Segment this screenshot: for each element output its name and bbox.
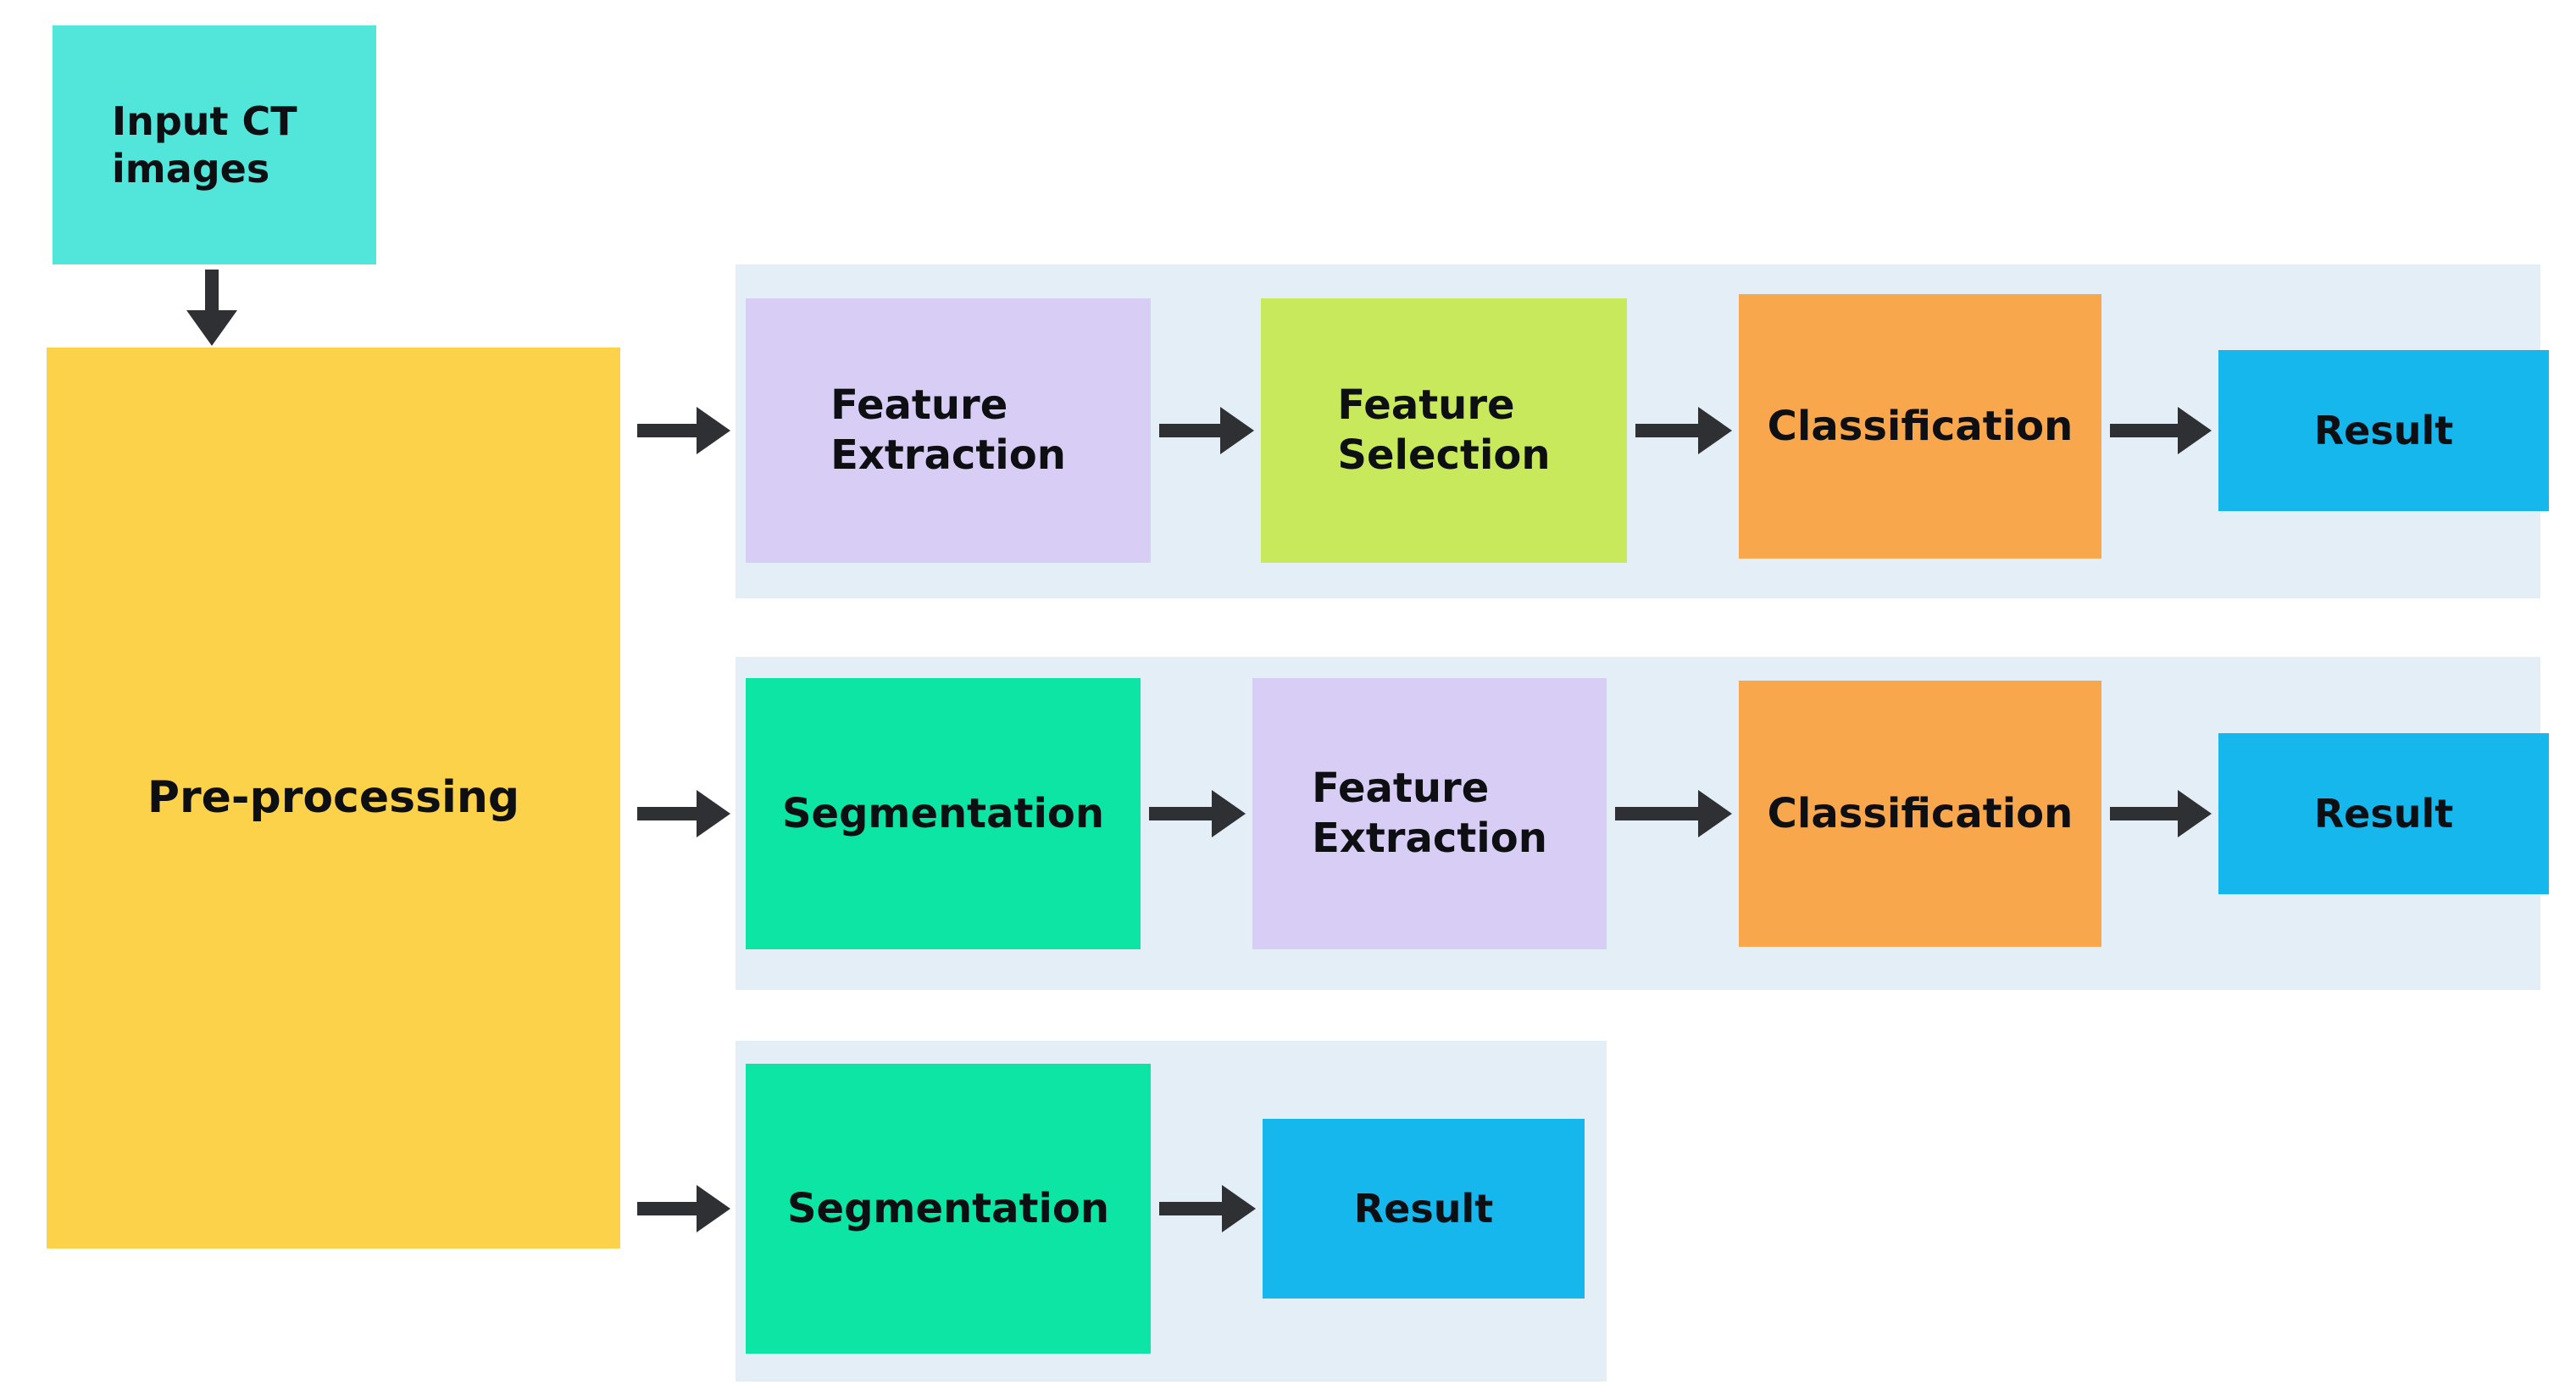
node-label: Feature Extraction [830, 381, 1066, 479]
arrow-head-right-icon [2178, 407, 2212, 454]
arrow-shaft [2110, 424, 2178, 437]
arrow-input-to-preprocessing [186, 270, 237, 346]
arrow-feature-selection-to-classification [1635, 407, 1732, 454]
node-pipeline-3-result: Result [1263, 1119, 1585, 1299]
node-pipeline-1-classification: Classification [1739, 294, 2101, 559]
node-pipeline-2-result: Result [2218, 733, 2549, 894]
arrow-head-right-icon [1698, 790, 1732, 837]
arrow-preprocessing-to-pipeline-1 [637, 407, 730, 454]
arrow-shaft [1635, 424, 1698, 437]
arrow-shaft [205, 270, 219, 310]
arrow-classification-to-result [2110, 790, 2212, 837]
arrow-feature-extraction-to-classification [1615, 790, 1732, 837]
node-label: Classification [1767, 789, 2074, 837]
node-pipeline-2-segmentation: Segmentation [746, 678, 1141, 949]
arrow-head-right-icon [2178, 790, 2212, 837]
arrow-shaft [1159, 1202, 1222, 1215]
node-pipeline-2-feature-extraction: Feature Extraction [1252, 678, 1607, 949]
arrow-shaft [637, 807, 697, 820]
node-pipeline-3-segmentation: Segmentation [746, 1064, 1151, 1354]
node-label: Segmentation [781, 789, 1105, 837]
arrow-head-right-icon [1220, 407, 1254, 454]
node-pipeline-1-feature-extraction: Feature Extraction [746, 298, 1151, 563]
arrow-preprocessing-to-pipeline-2 [637, 790, 730, 837]
arrow-segmentation-to-result [1159, 1185, 1256, 1232]
node-label: Feature Selection [1337, 381, 1551, 479]
node-preprocessing-label: Pre-processing [147, 771, 520, 823]
node-label: Segmentation [786, 1184, 1110, 1232]
arrow-head-right-icon [1222, 1185, 1256, 1232]
arrow-head-right-icon [697, 790, 730, 837]
arrow-shaft [1159, 424, 1220, 437]
node-input-ct-images-label: Input CT images [112, 97, 297, 192]
arrow-head-right-icon [697, 407, 730, 454]
node-label: Feature Extraction [1312, 765, 1547, 862]
node-label: Classification [1767, 402, 2074, 450]
arrow-preprocessing-to-pipeline-3 [637, 1185, 730, 1232]
arrow-head-right-icon [697, 1185, 730, 1232]
arrow-shaft [2110, 807, 2178, 820]
arrow-segmentation-to-feature-extraction [1149, 790, 1246, 837]
node-label: Result [2313, 407, 2454, 453]
node-preprocessing: Pre-processing [47, 348, 620, 1249]
arrow-feature-extraction-to-feature-selection [1159, 407, 1254, 454]
node-pipeline-1-result: Result [2218, 350, 2549, 511]
arrow-shaft [637, 424, 697, 437]
node-label: Result [1353, 1185, 1494, 1232]
node-label: Result [2313, 790, 2454, 837]
node-pipeline-1-feature-selection: Feature Selection [1261, 298, 1627, 563]
arrow-head-right-icon [1212, 790, 1246, 837]
arrow-shaft [637, 1202, 697, 1215]
node-pipeline-2-classification: Classification [1739, 681, 2101, 947]
arrow-head-right-icon [1698, 407, 1732, 454]
arrow-shaft [1615, 807, 1698, 820]
arrow-classification-to-result [2110, 407, 2212, 454]
arrow-shaft [1149, 807, 1212, 820]
arrow-head-down-icon [186, 310, 237, 346]
node-input-ct-images: Input CT images [53, 25, 376, 264]
